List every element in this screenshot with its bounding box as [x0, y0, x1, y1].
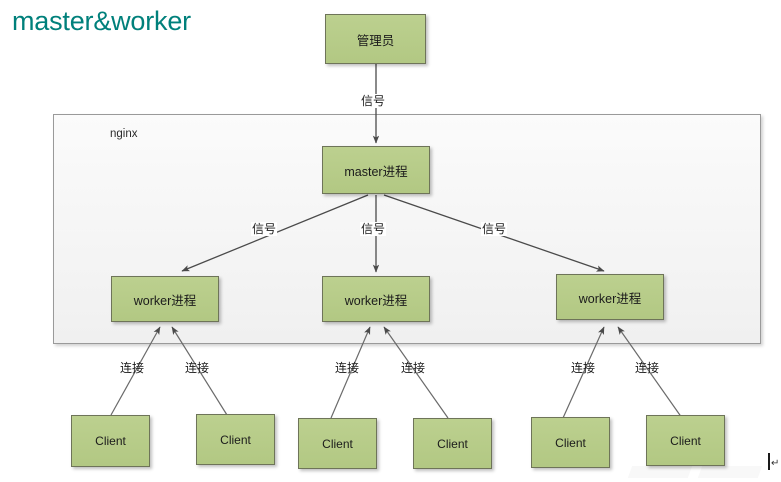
caret-bar	[768, 453, 770, 470]
node-admin[interactable]: 管理员	[325, 14, 426, 64]
node-client-5[interactable]: Client	[531, 417, 610, 468]
node-master-label: master进程	[344, 164, 408, 179]
edge-label-client-5: 连接	[571, 361, 596, 375]
node-client-4-label: Client	[437, 436, 468, 451]
node-admin-label: 管理员	[356, 33, 395, 48]
node-client-2-label: Client	[220, 432, 251, 447]
node-client-1-label: Client	[95, 434, 126, 448]
watermark-shape-1	[627, 466, 693, 478]
text-cursor-mark: ↵	[766, 452, 780, 472]
node-client-2[interactable]: Client	[196, 414, 275, 465]
watermark-shape-2	[697, 466, 763, 478]
node-client-1[interactable]: Client	[71, 415, 150, 467]
edge-label-client-1: 连接	[120, 361, 145, 375]
page-title: master&worker	[12, 6, 191, 36]
edge-label-admin-to-master: 信号	[360, 94, 387, 108]
node-client-3-label: Client	[322, 436, 353, 451]
edge-label-client-2: 连接	[185, 361, 210, 375]
node-worker-1[interactable]: worker进程	[111, 276, 219, 322]
edge-label-master-to-worker-1: 信号	[251, 222, 278, 236]
node-client-3[interactable]: Client	[298, 418, 377, 469]
node-client-4[interactable]: Client	[413, 418, 492, 469]
pilcrow-icon: ↵	[771, 458, 780, 469]
node-client-6[interactable]: Client	[646, 415, 725, 466]
node-client-5-label: Client	[555, 435, 586, 450]
node-worker-1-label: worker进程	[133, 293, 197, 308]
edge-label-client-6: 连接	[635, 361, 660, 375]
node-worker-2-label: worker进程	[344, 293, 408, 308]
edge-label-master-to-worker-2: 信号	[360, 222, 387, 236]
nginx-container-label: nginx	[110, 128, 138, 140]
edge-label-master-to-worker-3: 信号	[481, 222, 508, 236]
edge-label-client-4: 连接	[401, 361, 426, 375]
node-master[interactable]: master进程	[322, 146, 430, 194]
edge-label-client-3: 连接	[335, 361, 360, 375]
node-worker-3[interactable]: worker进程	[556, 274, 664, 320]
node-worker-2[interactable]: worker进程	[322, 276, 430, 322]
node-client-6-label: Client	[670, 433, 701, 448]
node-worker-3-label: worker进程	[578, 291, 642, 306]
